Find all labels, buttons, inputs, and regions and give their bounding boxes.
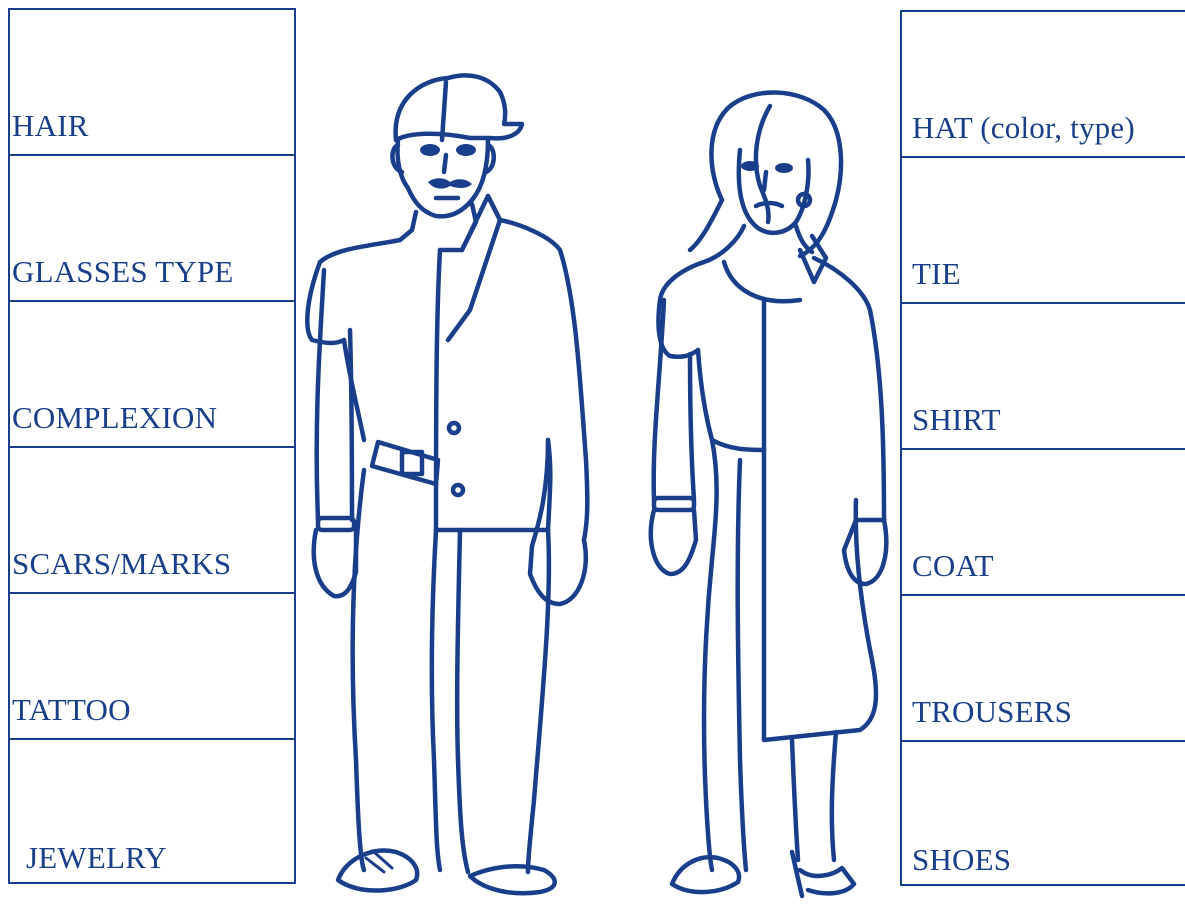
coat-field[interactable]: COAT	[902, 450, 1185, 596]
right-description-column: HAT (color, type) TIE SHIRT COAT TROUSER…	[900, 10, 1185, 886]
hat-field[interactable]: HAT (color, type)	[902, 12, 1185, 158]
hair-label: HAIR	[12, 108, 89, 143]
hat-label: HAT (color, type)	[912, 110, 1135, 145]
tattoo-label: TATTOO	[12, 692, 131, 727]
male-figure-illustration	[305, 73, 590, 896]
jewelry-field[interactable]: JEWELRY	[10, 740, 294, 886]
female-figure-illustration	[648, 90, 889, 899]
trousers-field[interactable]: TROUSERS	[902, 596, 1185, 742]
shoes-label: SHOES	[912, 842, 1012, 877]
shirt-field[interactable]: SHIRT	[902, 304, 1185, 450]
tattoo-field[interactable]: TATTOO	[10, 594, 294, 740]
glasses-type-field[interactable]: GLASSES TYPE	[10, 156, 294, 302]
jewelry-label: JEWELRY	[26, 840, 167, 875]
scars-marks-label: SCARS/MARKS	[12, 546, 232, 581]
complexion-field[interactable]: COMPLEXION	[10, 302, 294, 448]
trousers-label: TROUSERS	[912, 694, 1073, 729]
glasses-type-label: GLASSES TYPE	[12, 254, 234, 289]
shirt-label: SHIRT	[912, 402, 1001, 437]
hair-field[interactable]: HAIR	[10, 10, 294, 156]
left-description-column: HAIR GLASSES TYPE COMPLEXION SCARS/MARKS…	[8, 8, 296, 884]
coat-label: COAT	[912, 548, 994, 583]
scars-marks-field[interactable]: SCARS/MARKS	[10, 448, 294, 594]
complexion-label: COMPLEXION	[12, 400, 218, 435]
shoes-field[interactable]: SHOES	[902, 742, 1185, 888]
tie-field[interactable]: TIE	[902, 158, 1185, 304]
tie-label: TIE	[912, 256, 961, 291]
